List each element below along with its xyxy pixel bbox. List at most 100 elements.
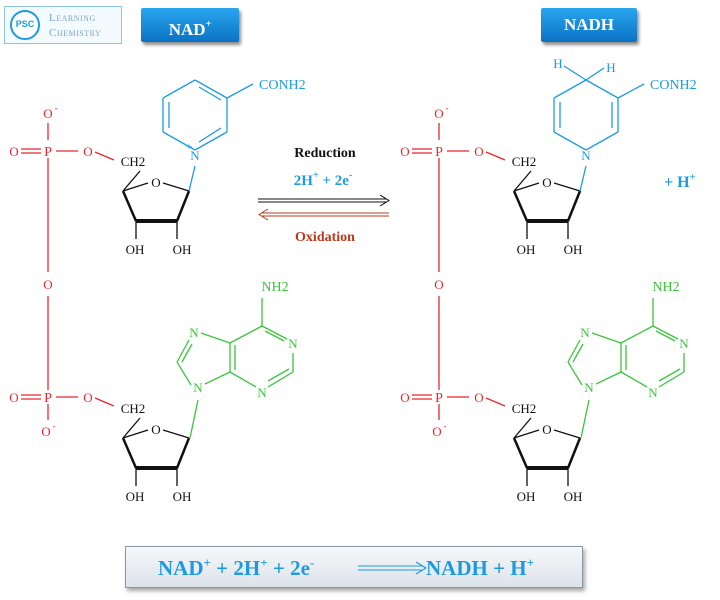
bottom-phosphate-o-ch2-bond: [485, 397, 506, 407]
top-ribose-c4-ch2-bond: [513, 170, 532, 192]
bridge-oxygen: O: [43, 277, 52, 292]
eq-nad: NAD: [158, 556, 204, 580]
n9-c4-bond: [204, 371, 231, 385]
c1-n9-bond: [189, 399, 199, 439]
imid-bond-2: [567, 339, 581, 363]
top-phosphate-o-ch2-bond: [485, 151, 506, 161]
pyridine-n: N: [581, 148, 591, 163]
bottom-ribose-c4-ch2-bond: [513, 417, 532, 439]
equation-arrow-icon: [358, 561, 428, 575]
pyridine-bond-5: [585, 131, 619, 151]
pyridine-bond-0: [162, 131, 196, 151]
bottom-phosphate-p-label: P: [44, 391, 52, 406]
imid-bond-1: [567, 361, 583, 386]
bottom-ribose-c4-o-bond: [122, 429, 149, 439]
top-ribose-c4-ch2-bond: [122, 170, 141, 192]
bridge-oxygen: O: [434, 277, 443, 292]
amide-bond: [617, 83, 645, 99]
n9-c4-bond: [595, 371, 622, 385]
imid-bond-3: [591, 332, 622, 344]
logo-line-1: Learning: [49, 12, 96, 24]
bottom-ribose-ch2-label: CH2: [121, 401, 146, 416]
c4-h-left-bond: [563, 65, 587, 81]
c4-h-right-bond: [585, 67, 605, 81]
top-minus-sign: -: [446, 103, 449, 113]
pyridine-double-bond-b: [198, 86, 222, 101]
eq-2e: + 2e: [267, 556, 310, 580]
top-ribose-oh-right: OH: [564, 242, 583, 257]
pyridine-bond-3: [585, 79, 619, 99]
c2-n3-double: [658, 368, 681, 382]
top-ribose-ring-oxygen: O: [542, 175, 551, 190]
bottom-ribose-o-c1-bond: [553, 429, 581, 439]
top-ribose-c4-c3-bond: [121, 190, 138, 222]
logo-circle-text: PSC: [15, 19, 35, 29]
top-ribose-oh-right: OH: [173, 242, 192, 257]
c4-h-left: H: [553, 56, 562, 71]
pyridine-bond-0: [553, 131, 587, 151]
adenine-n3: N: [648, 385, 658, 400]
bottom-ribose-oh-left: OH: [517, 489, 536, 504]
bottom-ribose-c1-c2-bond: [175, 437, 191, 469]
pyridine-bond-5: [194, 131, 228, 151]
adenine-nh2: NH2: [261, 280, 288, 295]
adenine-n1: N: [288, 336, 298, 351]
top-ribose-oh-left: OH: [517, 242, 536, 257]
adenine-n7: N: [189, 325, 199, 340]
equation-right: NADH + H+: [426, 555, 534, 581]
reduction-label: Reduction: [294, 146, 356, 161]
reaction-arrows: Reduction 2H+ + 2e- Oxidation + H+: [258, 146, 696, 245]
pyridine-double-bond-c: [198, 127, 222, 143]
c6-n1-double: [264, 330, 285, 342]
top-o-minus: O: [43, 106, 52, 121]
top-phosphate-p-label: P: [44, 145, 52, 160]
imid-double: [181, 343, 193, 363]
top-o-minus: O: [434, 106, 443, 121]
top-ribose-o-c1-bond: [553, 182, 581, 192]
pyridine-bond-3: [194, 79, 228, 99]
product-h-text: + H: [664, 174, 690, 191]
top-ribose-ch2-label: CH2: [512, 154, 537, 169]
c2-n3-bond: [658, 371, 685, 388]
eq-nad-charge: +: [203, 555, 211, 570]
n3-c4-bond: [229, 371, 257, 388]
top-minus-sign: -: [55, 103, 58, 113]
pyridine-bond-2: [162, 79, 196, 99]
bottom-ribose-ring-oxygen: O: [151, 422, 160, 437]
top-ribose-ring-oxygen: O: [151, 175, 160, 190]
pyridine-bond-2: [553, 79, 587, 99]
nad-structure: POOO-OPOOO-CH2OOHOHCH2OOHOHN+CONH2NNNNNH…: [9, 78, 305, 504]
bottom-minus-sign: -: [444, 421, 447, 431]
eq-nadh-charge: +: [526, 555, 535, 570]
electrons-label: 2H+ + 2e-: [294, 170, 352, 189]
electrons-h-charge: +: [313, 170, 319, 181]
electrons-minus: -: [349, 170, 352, 181]
c5-c6-bond: [229, 325, 263, 344]
adenine-n9: N: [193, 380, 203, 395]
pyridine-n: N: [190, 148, 200, 163]
eq-2h: + 2H: [210, 556, 261, 580]
product-proton-label: + H+: [664, 172, 696, 191]
adenine-n1: N: [679, 336, 689, 351]
logo-line-2: Chemistry: [49, 27, 102, 39]
learning-chemistry-logo: PSC Learning Chemistry: [4, 6, 122, 44]
bottom-ribose-c4-o-bond: [513, 429, 540, 439]
c6-n1-bond: [261, 325, 288, 340]
amide-bond: [226, 83, 254, 99]
adenine-n3: N: [257, 385, 267, 400]
c4-h-right: H: [606, 60, 615, 75]
equation-left: NAD+ + 2H+ + 2e-: [158, 555, 314, 581]
eq-nadh: NADH + H: [426, 556, 527, 580]
product-h-charge: +: [690, 172, 696, 183]
adenine-nh2: NH2: [652, 280, 679, 295]
nad-title-badge: NAD+: [141, 8, 239, 42]
bottom-ribose-c4-ch2-bond: [122, 417, 141, 439]
bottom-phosphate-o-ester: O: [474, 390, 483, 405]
eq-2e-charge: -: [309, 555, 315, 570]
top-ribose-oh-left: OH: [126, 242, 145, 257]
c2-n3-bond: [267, 371, 294, 388]
bottom-phosphate-o-ch2-bond: [94, 397, 115, 407]
top-ribose-c4-o-bond: [122, 182, 149, 192]
c6-n1-bond: [652, 325, 679, 340]
